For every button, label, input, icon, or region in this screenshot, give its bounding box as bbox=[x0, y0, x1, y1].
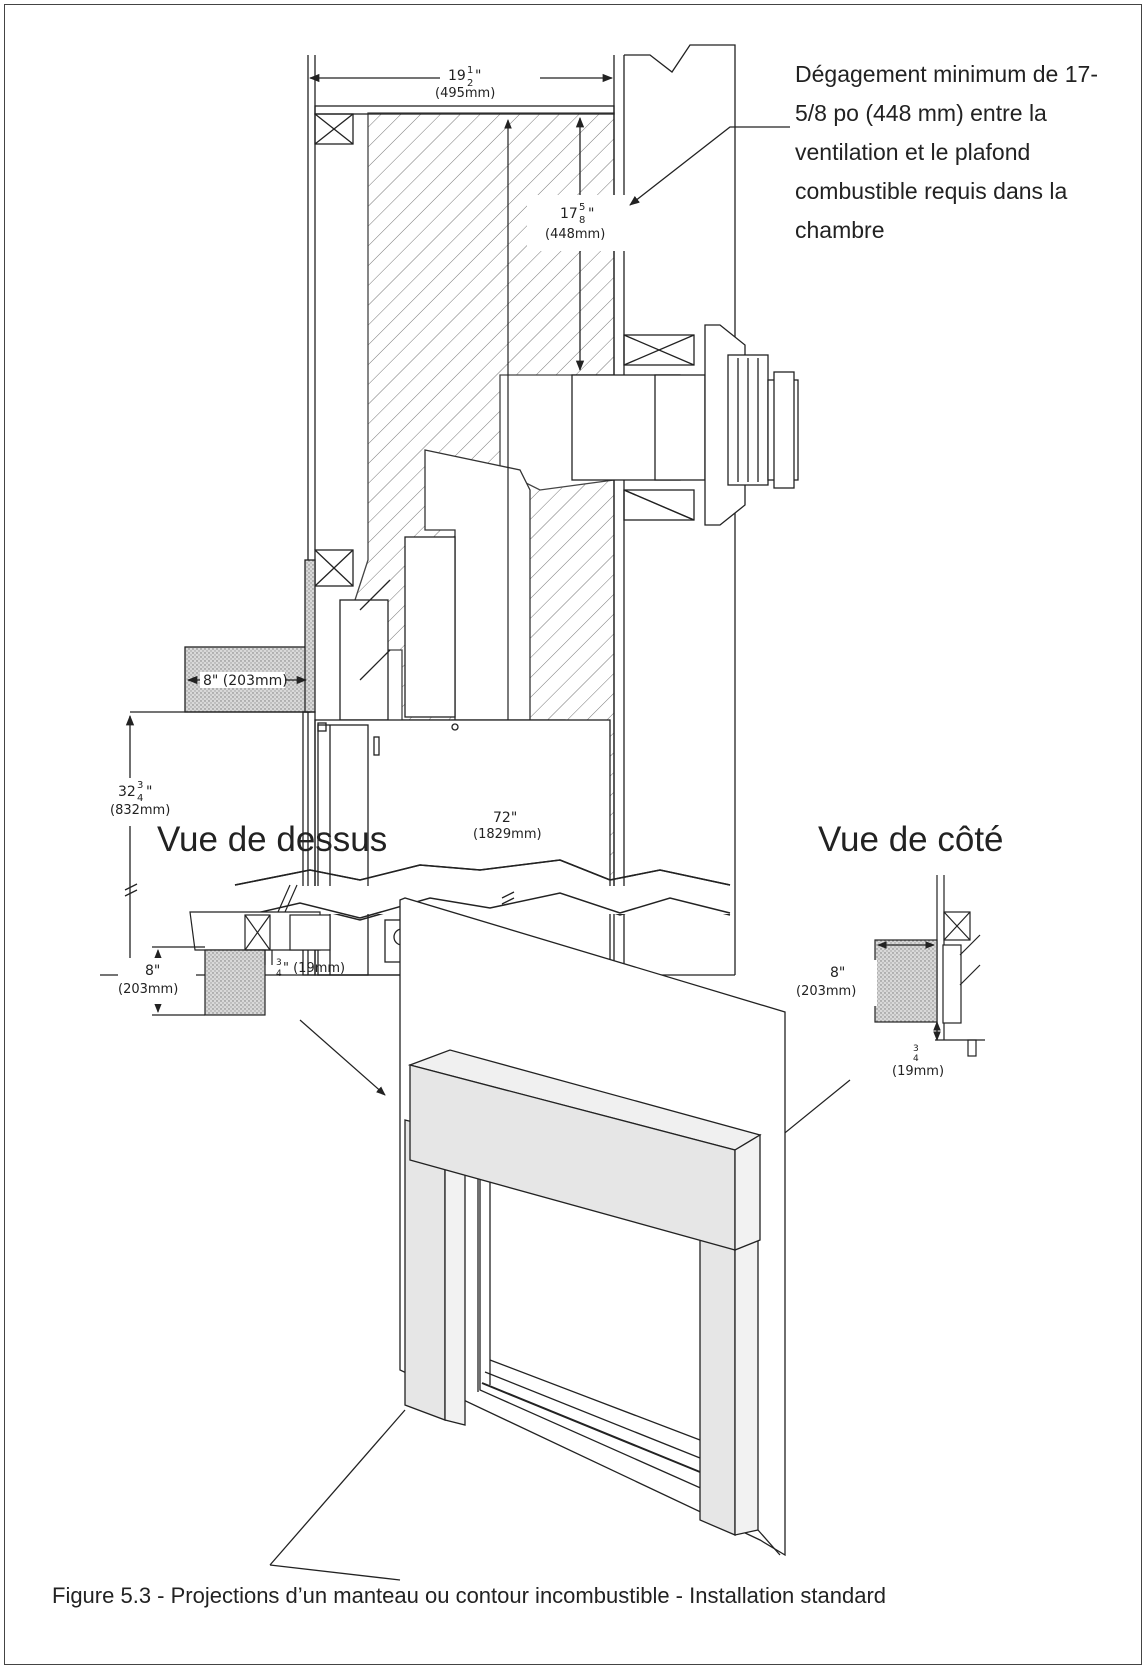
mantel-height-inch-mark: " bbox=[146, 784, 152, 800]
width-frac-num: 1 bbox=[467, 65, 473, 76]
ceiling-frac-den: 8 bbox=[579, 215, 585, 226]
ceiling-frac-num: 5 bbox=[579, 202, 585, 213]
top-view-title: Vue de dessus bbox=[157, 820, 388, 859]
mantel-height-frac-num: 3 bbox=[137, 780, 143, 791]
figure-frame bbox=[4, 4, 1142, 1665]
top-view-dimensions: 8" (203mm) 3 4 " (19mm) bbox=[118, 958, 345, 1004]
top-view-detail bbox=[152, 884, 386, 1096]
width-frac-den: 2 bbox=[467, 78, 473, 89]
mantel-3d bbox=[269, 897, 786, 1581]
total-height: 72" bbox=[493, 810, 517, 826]
note-line-3: ventilation et le plafond bbox=[795, 139, 1031, 165]
side-depth: 8" bbox=[830, 965, 845, 981]
note-line-4: combustible requis dans la bbox=[795, 178, 1068, 204]
total-height-mm: (1829mm) bbox=[473, 827, 542, 842]
side-offset-num: 3 bbox=[913, 1044, 919, 1054]
section-dimensions: 19 1 2 " (495mm) 17 5 8 " (448mm) 8" (20… bbox=[110, 62, 627, 845]
note-line-5: chambre bbox=[795, 217, 885, 243]
section-view bbox=[100, 44, 799, 977]
side-offset-den: 4 bbox=[913, 1054, 919, 1064]
top-offset-num: 3 bbox=[276, 958, 282, 968]
mantel-depth: 8" (203mm) bbox=[203, 673, 288, 689]
side-depth-mm: (203mm) bbox=[796, 984, 856, 999]
top-offset-mm: " (19mm) bbox=[283, 961, 345, 976]
top-offset-den: 4 bbox=[276, 969, 282, 979]
width-inch-mark: " bbox=[475, 68, 481, 84]
ceiling-mm: (448mm) bbox=[545, 227, 605, 242]
figure-caption: Figure 5.3 - Projections d’un manteau ou… bbox=[52, 1583, 887, 1608]
clearance-note: Dégagement minimum de 17- 5/8 po (448 mm… bbox=[795, 55, 1125, 250]
top-depth: 8" bbox=[145, 963, 160, 979]
width-main: 19 bbox=[448, 68, 466, 84]
mantel-height-mm: (832mm) bbox=[110, 803, 170, 818]
mantel-height-main: 32 bbox=[118, 784, 136, 800]
side-view-detail bbox=[769, 875, 985, 1146]
side-view-title: Vue de côté bbox=[818, 820, 1004, 859]
side-view-dimensions: 8" (203mm) 3 4 (19mm) bbox=[793, 960, 944, 1079]
note-line-1: Dégagement minimum de 17- bbox=[795, 61, 1098, 87]
mantel-height-frac-den: 4 bbox=[137, 793, 143, 804]
top-depth-mm: (203mm) bbox=[118, 982, 178, 997]
width-mm: (495mm) bbox=[435, 86, 495, 101]
note-line-2: 5/8 po (448 mm) entre la bbox=[795, 100, 1047, 126]
side-offset-mm: (19mm) bbox=[892, 1064, 944, 1079]
ceiling-main: 17 bbox=[560, 206, 578, 222]
ceiling-inch-mark: " bbox=[588, 206, 594, 222]
